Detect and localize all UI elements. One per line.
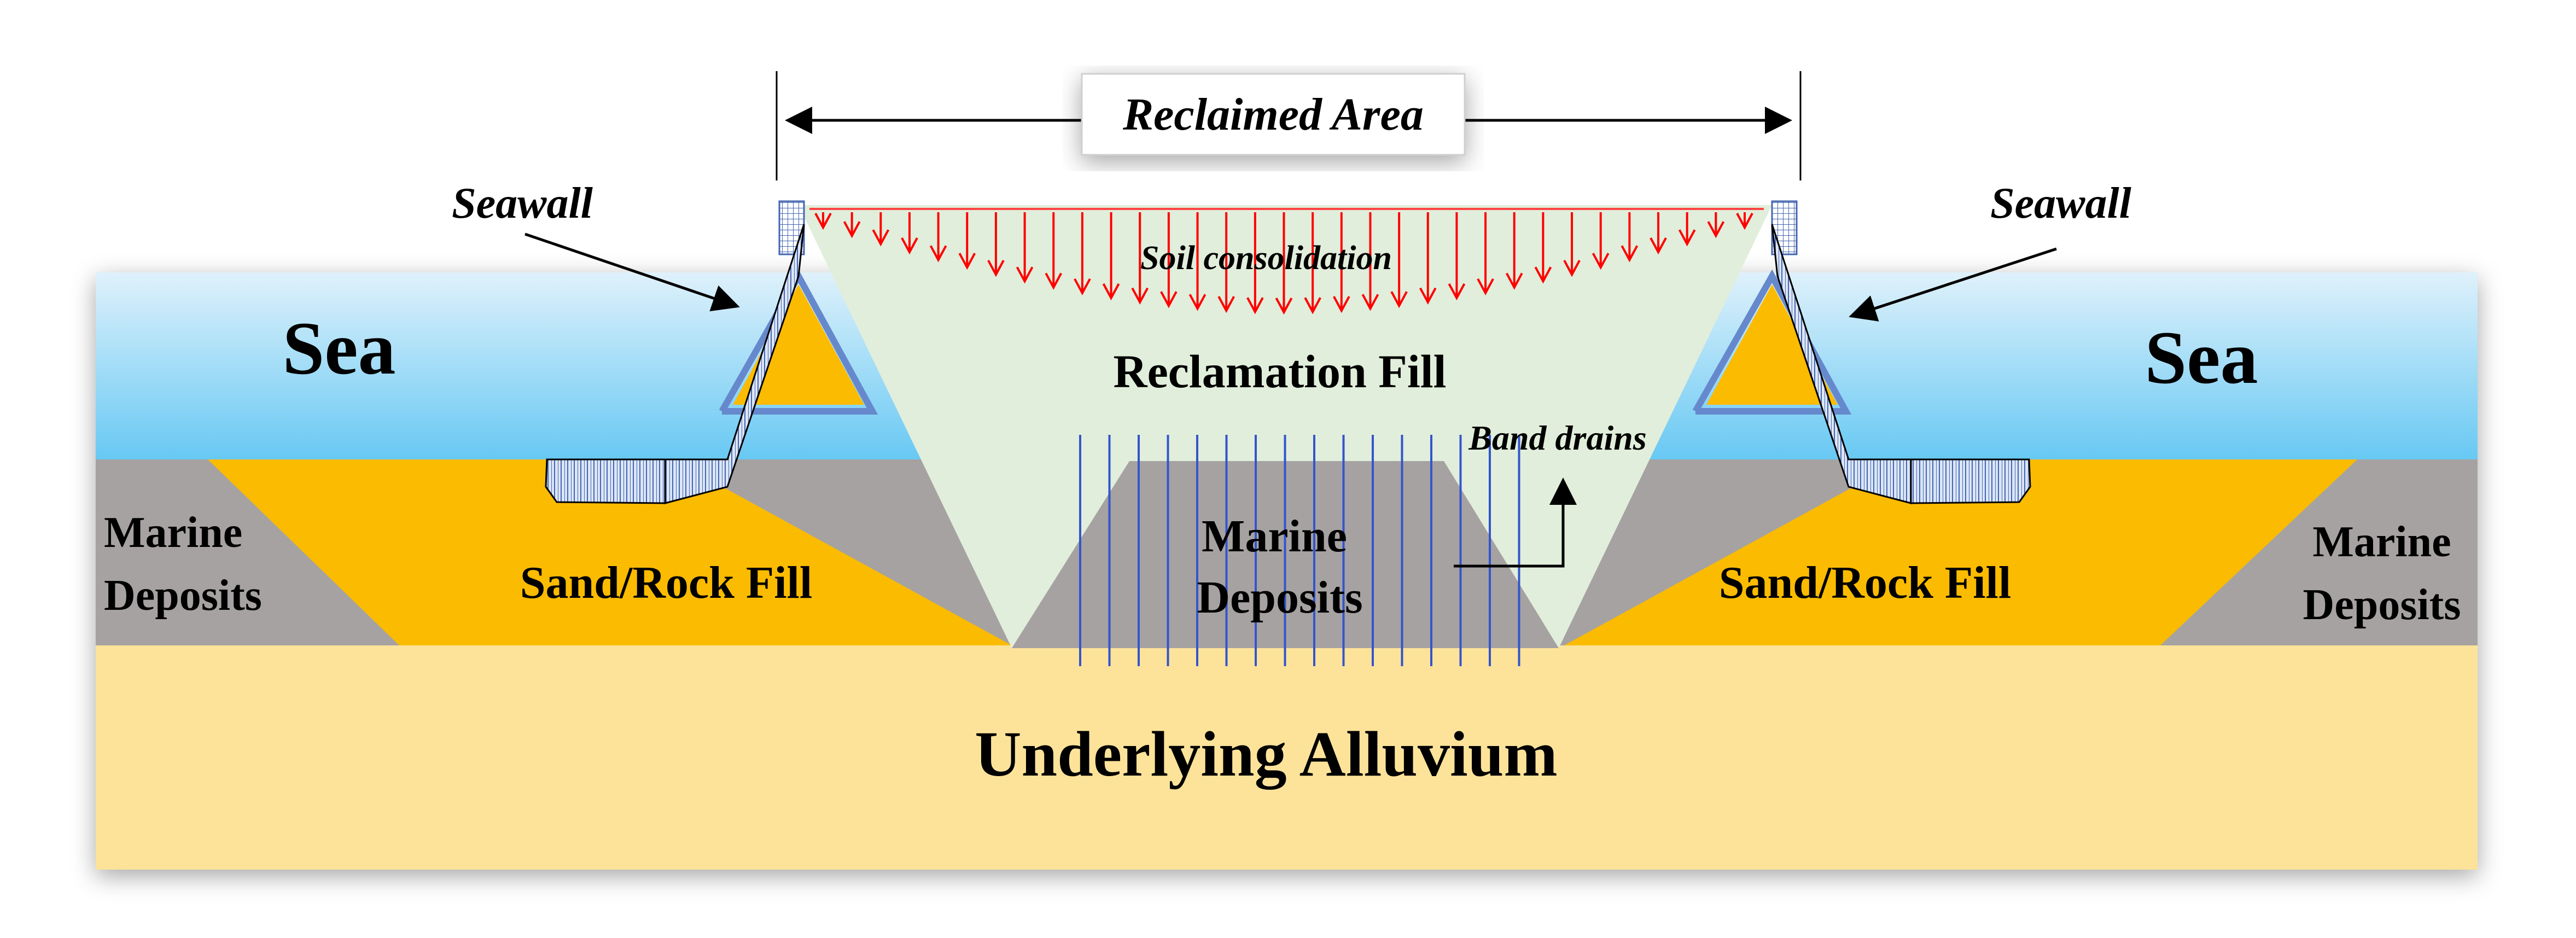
consolidation-arrow-head	[1678, 229, 1696, 247]
consolidation-arrow-head	[958, 253, 976, 270]
seawall-right-structure	[1771, 200, 2031, 504]
sea-left-label: Sea	[283, 306, 396, 390]
marine-deposits-left-label-line1: Marine	[104, 509, 242, 557]
triangle-outline-left	[719, 269, 878, 415]
consolidation-arrow-head	[929, 245, 947, 263]
consolidation-arrow-head	[1304, 297, 1321, 314]
consolidation-arrow-head	[814, 213, 832, 230]
band-drains-group	[1079, 435, 1520, 666]
consolidation-arrow-head	[1333, 296, 1350, 313]
consolidation-arrow-head	[901, 237, 918, 255]
consolidation-arrow-head	[1592, 253, 1610, 270]
consolidation-arrow-head	[1361, 294, 1379, 311]
sand-rock-fill-right-label: Sand/Rock Fill	[1719, 557, 2011, 608]
consolidation-arrow-head	[1707, 221, 1725, 238]
seawall-right-label: Seawall	[1990, 179, 2132, 228]
seawall-right-pointer	[1849, 247, 2057, 322]
consolidation-arrow-head	[1534, 266, 1552, 284]
consolidation-arrow-head	[1621, 245, 1639, 263]
consolidation-arrow-head	[1505, 272, 1523, 290]
consolidation-arrow-head	[1102, 283, 1120, 301]
sea-right-label: Sea	[2145, 316, 2258, 399]
reclaimed-area-label: Reclaimed Area	[1122, 89, 1424, 140]
consolidation-arrow-head	[987, 260, 1005, 277]
consolidation-arrow-head	[1016, 266, 1034, 284]
seawall-left-pointer	[524, 232, 740, 312]
consolidation-arrow-head	[843, 221, 861, 238]
marine-deposits-right-label-line1: Marine	[2312, 518, 2451, 566]
consolidation-arrow-head	[1275, 298, 1293, 315]
band-drains-label: Band drains	[1468, 418, 1646, 457]
consolidation-arrow-head	[1045, 272, 1063, 290]
consolidation-arrow-head	[872, 229, 890, 247]
seawall-left-label: Seawall	[452, 179, 593, 228]
consolidation-arrow-head	[1477, 278, 1494, 296]
consolidation-arrow-head	[1390, 291, 1408, 308]
reclamation-fill-label: Reclamation Fill	[1113, 345, 1446, 398]
consolidation-arrow-head	[1160, 291, 1178, 308]
consolidation-arrow-head	[1074, 278, 1091, 296]
sand-rock-fill-left-label: Sand/Rock Fill	[520, 557, 812, 608]
marine-deposits-right-label-line2: Deposits	[2303, 581, 2461, 629]
marine-deposits-left-label-line2: Deposits	[104, 572, 262, 620]
reclaimed-area-label-box	[1081, 73, 1466, 156]
consolidation-arrow-head	[1217, 296, 1235, 313]
soil-consolidation-label: Soil consolidation	[1140, 240, 1392, 277]
alluvium-layer	[96, 645, 2478, 870]
seawall-left-structure	[545, 200, 805, 504]
marine-deposits-center-label-line1: Marine	[1202, 511, 1347, 562]
underlying-alluvium-label: Underlying Alluvium	[975, 718, 1558, 790]
sand-rock-fill-right-shape	[1564, 459, 2357, 645]
consolidation-arrows-group	[814, 212, 1753, 315]
consolidation-arrow-head	[1650, 237, 1667, 255]
consolidation-arrow-head	[1188, 294, 1207, 311]
sand-rock-fill-right-triangle	[1706, 284, 1838, 405]
consolidation-arrow-head	[1246, 297, 1264, 314]
consolidation-arrow-head	[1448, 283, 1466, 301]
band-drains-pointer	[1454, 477, 1577, 568]
consolidation-arrow-head	[1419, 287, 1437, 305]
reclamation-fill-shape	[799, 205, 1772, 648]
consolidation-arrow-head	[1736, 213, 1753, 230]
consolidation-arrow-head	[1131, 287, 1149, 305]
consolidation-arrow-head	[1563, 260, 1581, 277]
sand-rock-fill-left-shape	[208, 459, 1012, 645]
marine-deposits-center-label-line2: Deposits	[1197, 572, 1362, 623]
